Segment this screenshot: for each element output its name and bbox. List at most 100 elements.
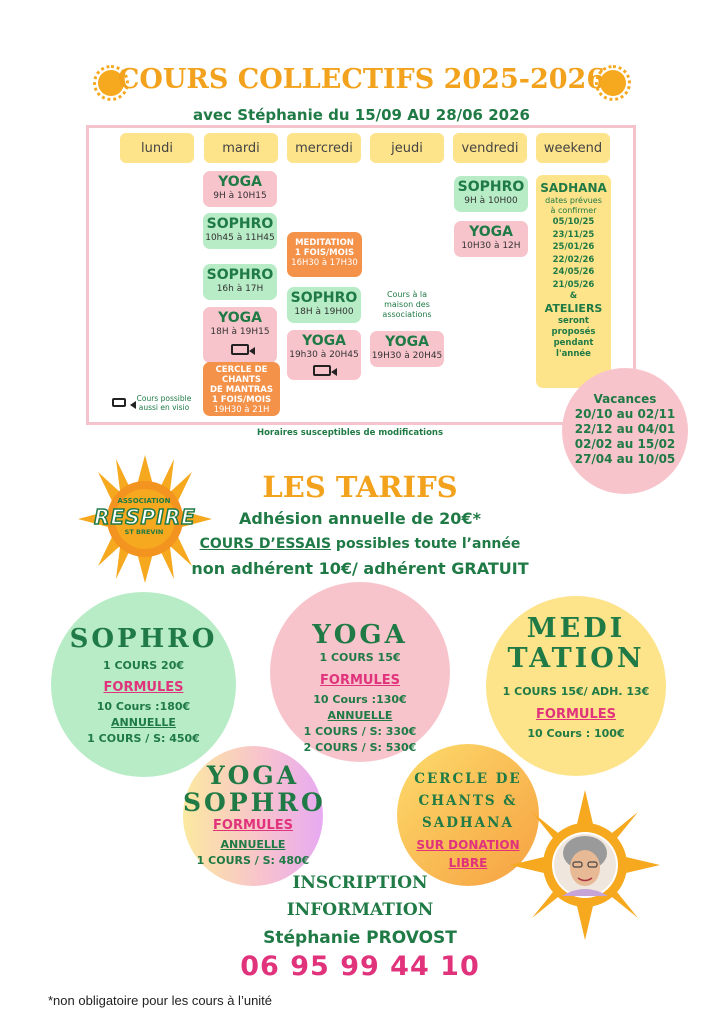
- circle-title: SOPHRO: [183, 788, 326, 817]
- sadhana-card: SADHANA dates prévues à confirmer 05/10/…: [536, 175, 611, 388]
- phone-number[interactable]: 06 95 99 44 10: [240, 951, 480, 982]
- class-name: SOPHRO: [457, 179, 525, 195]
- donation-link[interactable]: LIBRE: [448, 856, 488, 870]
- essai-link[interactable]: COURS D’ESSAIS: [199, 536, 332, 552]
- day-weekend: weekend: [536, 133, 610, 163]
- class-card: SOPHRO 16h à 17H: [203, 264, 277, 300]
- class-time: 18H à 19H00: [294, 307, 354, 317]
- vacances-circle: Vacances 20/10 au 02/11 22/12 au 04/01 0…: [562, 368, 688, 494]
- circle-title: CERCLE DE: [414, 771, 522, 787]
- note-line: aussi en visio: [138, 403, 190, 412]
- note-line: Cours à la: [386, 290, 428, 299]
- logo-bottom-text: ST BREVIN: [124, 528, 164, 536]
- page-title: COURS COLLECTIFS 2025-2026: [117, 64, 606, 95]
- sophro-circle: SOPHRO 1 COURS 20€ FORMULES 10 Cours :18…: [51, 592, 236, 777]
- note-line: pendant: [553, 338, 594, 348]
- formules-link[interactable]: FORMULES: [536, 707, 616, 722]
- sadhana-title: SADHANA: [540, 181, 607, 195]
- class-card: SOPHRO 10h45 à 11H45: [203, 213, 277, 249]
- note-line: maison des: [384, 300, 430, 309]
- circle-title: CHANTS &: [418, 793, 518, 809]
- ateliers-title: ATELIERS: [544, 302, 603, 315]
- class-card: YOGA 19H30 à 20H45: [370, 331, 444, 367]
- vacances-period: 20/10 au 02/11: [574, 407, 676, 421]
- inscription-label: INSCRIPTION: [292, 873, 428, 893]
- class-name: YOGA: [218, 310, 262, 326]
- note-line: proposés: [551, 327, 596, 337]
- essai-rest: possibles toute l’année: [335, 536, 521, 552]
- cercle-circle: CERCLE DE CHANTS & SADHANA SUR DONATION …: [397, 744, 539, 886]
- class-time: 10H30 à 12H: [461, 241, 521, 251]
- class-time: 19H30 à 20H45: [371, 351, 443, 361]
- circle-line: 1 COURS / S: 330€: [303, 725, 417, 738]
- vacances-period: 02/02 au 15/02: [574, 437, 676, 451]
- formules-link[interactable]: FORMULES: [103, 680, 184, 695]
- circle-line: 1 COURS / S: 450€: [87, 732, 200, 745]
- class-line: 1 FOIS/MOIS: [211, 395, 272, 405]
- date-item: 05/10/25: [552, 217, 595, 227]
- sun-icon: [595, 65, 631, 101]
- video-camera-icon: [313, 365, 337, 376]
- day-mercredi: mercredi: [287, 133, 361, 163]
- amp: &: [569, 291, 578, 301]
- circle-line: 10 Cours :130€: [313, 693, 407, 706]
- class-card: CERCLE DE CHANTS DE MANTRAS 1 FOIS/MOIS …: [203, 362, 280, 416]
- circle-line: 10 Cours : 100€: [527, 727, 625, 740]
- class-name: SOPHRO: [206, 267, 274, 283]
- yoga-sophro-circle: YOGA SOPHRO FORMULES ANNUELLE 1 COURS / …: [183, 746, 323, 886]
- vacances-period: 22/12 au 04/01: [574, 422, 676, 436]
- class-time: 19H30 à 21H: [213, 405, 270, 415]
- adhesion-text: Adhésion annuelle de 20€*: [239, 509, 481, 528]
- date-item: 23/11/25: [552, 229, 595, 240]
- class-name: SOPHRO: [290, 290, 358, 306]
- day-lundi: lundi: [120, 133, 194, 163]
- note-line: associations: [382, 310, 432, 319]
- class-time: 19h30 à 20H45: [289, 350, 359, 360]
- date-item: 25/01/26: [552, 242, 595, 252]
- sun-rays-icon: [78, 455, 212, 583]
- circle-title: YOGA: [312, 620, 408, 650]
- circle-price: 1 COURS 15€: [319, 651, 401, 664]
- circle-line: ANNUELLE: [220, 838, 286, 851]
- circle-price: 1 COURS 15€/ ADH. 13€: [502, 685, 650, 698]
- class-time: 16h à 17H: [216, 284, 264, 294]
- video-camera-icon: [231, 344, 255, 355]
- formules-link[interactable]: FORMULES: [320, 673, 400, 688]
- page-subtitle: avec Stéphanie du 15/09 AU 28/06 2026: [193, 106, 530, 124]
- date-item: 21/05/26: [552, 279, 595, 290]
- respire-logo: [78, 455, 212, 583]
- portrait-photo: [554, 834, 616, 896]
- circle-title: SOPHRO: [69, 624, 218, 654]
- circle-line: 1 COURS / S: 480€: [196, 854, 310, 867]
- class-time: 18H à 19H15: [210, 327, 270, 337]
- class-name: YOGA: [218, 174, 262, 190]
- circle-line: 10 Cours :180€: [96, 700, 191, 713]
- class-name: YOGA: [302, 333, 346, 349]
- day-jeudi: jeudi: [370, 133, 444, 163]
- note-line: dates prévues: [545, 196, 602, 205]
- note-line: Cours possible: [136, 394, 192, 403]
- class-time: 16H30 à 17H30: [291, 258, 358, 268]
- logo-name: RESPIRE: [93, 504, 196, 530]
- note-line: l'année: [556, 349, 591, 359]
- video-camera-icon: [112, 398, 136, 409]
- information-label: INFORMATION: [286, 900, 434, 920]
- footnote: *non obligatoire pour les cours à l’unit…: [48, 993, 273, 1008]
- portrait-sun: [510, 790, 660, 940]
- contact-name: Stéphanie PROVOST: [263, 928, 457, 948]
- class-line: CHANTS: [222, 375, 261, 385]
- circle-line: ANNUELLE: [111, 716, 176, 729]
- circle-title: TATION: [507, 643, 645, 674]
- day-mardi: mardi: [204, 133, 278, 163]
- class-name: YOGA: [385, 334, 429, 350]
- donation-link[interactable]: SUR DONATION: [416, 838, 520, 852]
- formules-link[interactable]: FORMULES: [213, 818, 293, 833]
- class-card: YOGA 18H à 19H15: [203, 307, 277, 363]
- meditation-circle: MEDI TATION 1 COURS 15€/ ADH. 13€ FORMUL…: [486, 596, 666, 776]
- class-line: DE MANTRAS: [209, 385, 273, 395]
- circle-price: 1 COURS 20€: [102, 659, 185, 672]
- class-card: SOPHRO 9H à 10H00: [454, 176, 528, 212]
- essai-line: COURS D’ESSAIS possibles toute l’année: [150, 536, 570, 552]
- class-card: YOGA 19h30 à 20H45: [287, 330, 361, 380]
- circle-title: SADHANA: [422, 815, 514, 831]
